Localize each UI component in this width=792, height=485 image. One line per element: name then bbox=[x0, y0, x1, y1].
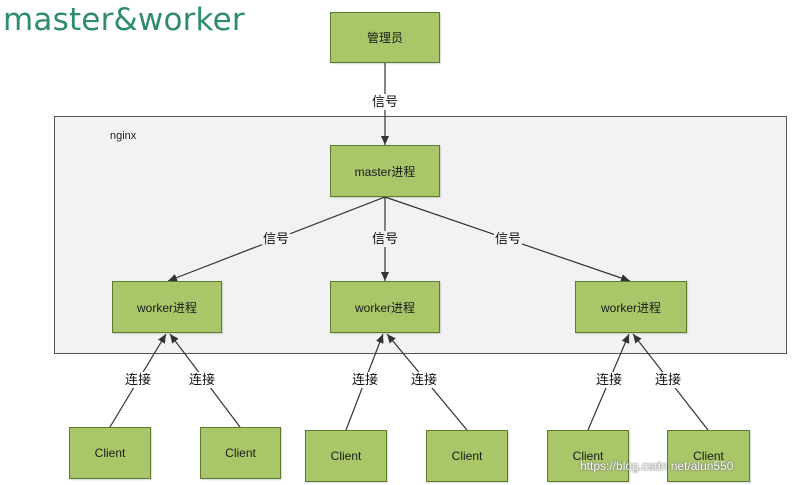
node-client-2: Client bbox=[200, 427, 281, 479]
edge-label-conn-5: 连接 bbox=[595, 372, 624, 388]
edge-label-conn-4: 连接 bbox=[410, 372, 439, 388]
edge-label-conn-2: 连接 bbox=[188, 372, 217, 388]
node-admin: 管理员 bbox=[330, 12, 440, 63]
node-master: master进程 bbox=[330, 145, 440, 197]
node-client-4: Client bbox=[426, 430, 508, 482]
diagram-title: master&worker bbox=[3, 2, 245, 38]
node-client-5: Client bbox=[547, 430, 629, 482]
node-client-3: Client bbox=[305, 430, 387, 482]
edge-label-conn-3: 连接 bbox=[351, 372, 380, 388]
watermark: https://blog.csdn.net/alun550 bbox=[580, 459, 734, 473]
edge-label-conn-6: 连接 bbox=[654, 372, 683, 388]
edge-label-signal-worker1: 信号 bbox=[262, 231, 291, 247]
edge-label-conn-1: 连接 bbox=[124, 372, 153, 388]
node-client-6: Client bbox=[667, 430, 750, 482]
edge-label-signal-worker3: 信号 bbox=[494, 231, 523, 247]
node-worker-2: worker进程 bbox=[330, 281, 440, 333]
edge-label-signal-worker2: 信号 bbox=[371, 231, 400, 247]
node-worker-1: worker进程 bbox=[112, 281, 222, 333]
nginx-label: nginx bbox=[110, 130, 137, 142]
edge-label-signal-admin: 信号 bbox=[371, 94, 400, 110]
node-client-1: Client bbox=[69, 427, 151, 479]
node-worker-3: worker进程 bbox=[575, 281, 687, 333]
